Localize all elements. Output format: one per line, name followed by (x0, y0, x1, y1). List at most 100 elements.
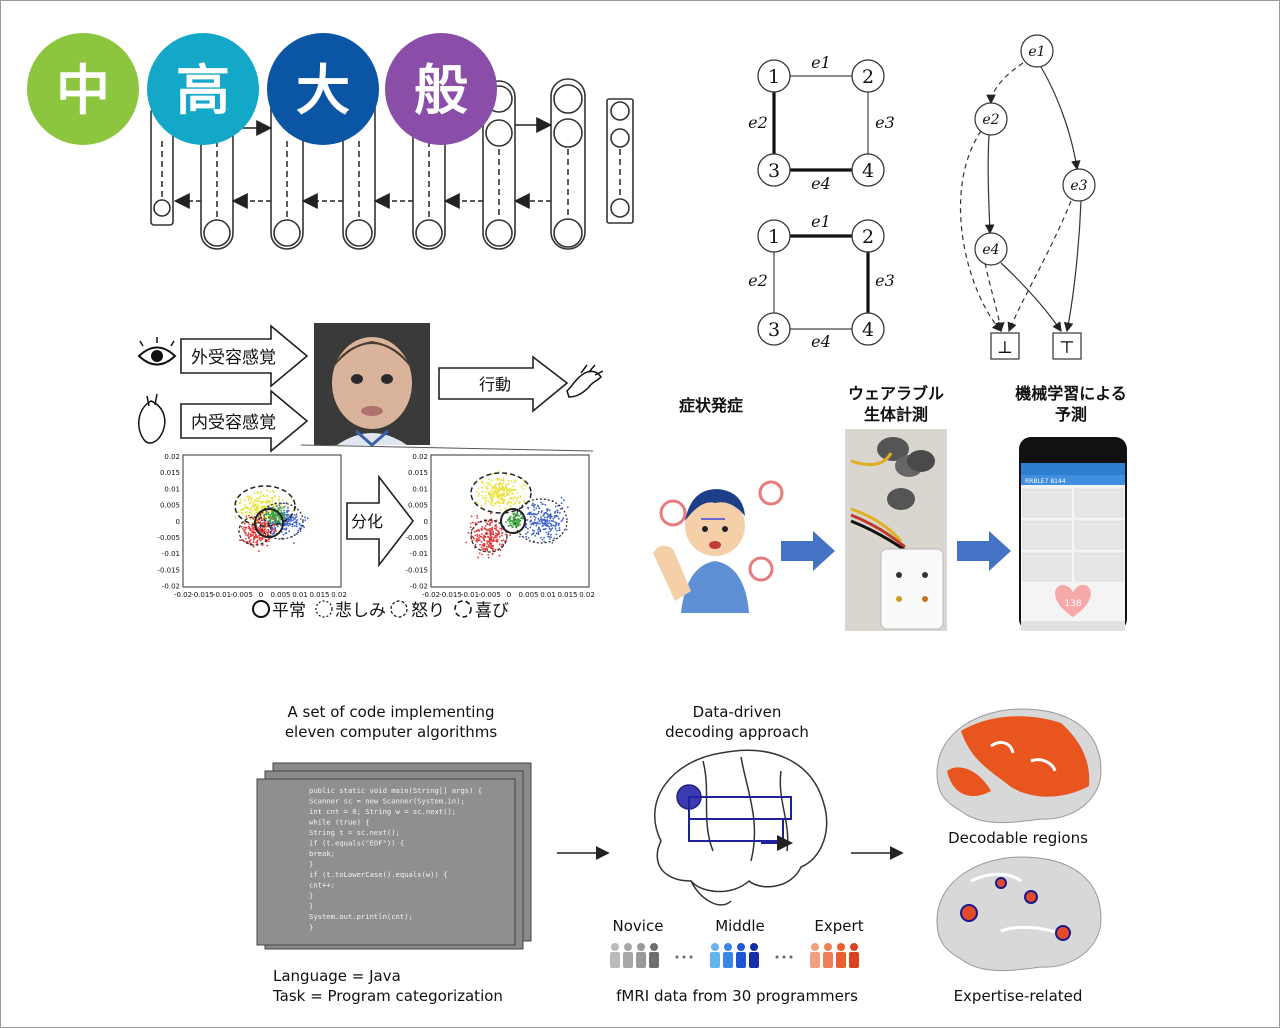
scatter-point (299, 518, 302, 520)
scatter-point (295, 533, 298, 535)
person-icon-body (710, 952, 720, 968)
scatter-point (480, 486, 483, 489)
svg-text:大: 大 (296, 59, 350, 122)
scatter-point (475, 501, 478, 504)
scatter-point (256, 539, 259, 542)
scatter-point (512, 523, 515, 526)
scatter-point (549, 529, 552, 532)
scatter-point (290, 519, 292, 522)
x-tick-label: 0.01 (292, 591, 308, 599)
scatter-point (482, 497, 485, 500)
scatter-point (483, 545, 486, 548)
svg-text:e1: e1 (811, 53, 831, 72)
person-icon-body (823, 952, 833, 968)
scatter-point (487, 546, 490, 548)
brain-decodable-regions (936, 708, 1102, 824)
scatter-point (502, 482, 504, 485)
scatter-point (554, 528, 557, 530)
scatter-point (239, 500, 242, 503)
scatter-point (283, 528, 286, 530)
scatter-point (548, 514, 551, 517)
scatter-point (272, 506, 275, 508)
scatter-point (508, 493, 510, 495)
scatter-point (253, 492, 256, 495)
scatter-point (491, 547, 494, 550)
y-tick-label: 0.01 (164, 485, 180, 493)
scatter-point (477, 495, 480, 498)
scatter-point (265, 501, 268, 504)
scatter-point (523, 483, 525, 486)
scatter-point (283, 511, 286, 514)
y-tick-label: 0 (176, 518, 180, 526)
scatter-point (541, 538, 544, 541)
x-tick-label: -0.015 (191, 591, 214, 599)
scatter-point (522, 517, 524, 520)
scatter-point (502, 539, 505, 541)
scatter-point (273, 491, 275, 493)
brain-outline-diagram (654, 749, 828, 906)
y-tick-label: 0.015 (408, 469, 428, 477)
scatter-point (509, 534, 512, 537)
scatter-point (482, 483, 485, 485)
scatter-point (283, 509, 285, 512)
scatter-point (537, 529, 539, 531)
scatter-point (484, 502, 486, 505)
scatter-point (517, 524, 520, 527)
scatter-plot-before: 0.020.0150.010.0050-0.005-0.01-0.015-0.0… (157, 453, 346, 599)
scatter-point (552, 524, 555, 527)
svg-text:怒り: 怒り (411, 601, 445, 621)
person-icon-head (637, 943, 645, 951)
scatter-point (271, 521, 274, 524)
scatter-point (465, 541, 468, 544)
scatter-point (487, 540, 490, 543)
scatter-point (481, 533, 483, 535)
scatter-point (502, 502, 505, 505)
scatter-point (290, 497, 293, 500)
approach-label-1: Data-driven (693, 703, 782, 721)
scatter-point (516, 492, 519, 494)
scatter-point (256, 521, 259, 524)
scatter-point (491, 494, 494, 496)
scatter-point (275, 505, 278, 508)
scatter-point (254, 533, 257, 536)
expertise-related-label: Expertise-related (954, 987, 1083, 1005)
scatter-point (516, 525, 518, 528)
scatter-point (248, 514, 250, 517)
scatter-point (537, 522, 539, 525)
scatter-point (537, 532, 540, 535)
person-icon-head (711, 943, 719, 951)
scatter-point (277, 499, 280, 502)
scatter-point (516, 513, 519, 516)
code-line: break; (309, 849, 335, 858)
svg-text:外受容感覚: 外受容感覚 (191, 348, 276, 368)
scatter-point (261, 527, 264, 529)
scatter-point (269, 501, 271, 503)
scatter-point (298, 522, 301, 525)
scatter-point (477, 556, 480, 559)
x-tick-label: 0 (507, 591, 511, 599)
scatter-point (491, 487, 494, 490)
scatter-point (291, 516, 294, 519)
scatter-point (505, 487, 508, 490)
code-line: System.out.println(cnt); (309, 912, 413, 921)
scatter-point (531, 504, 533, 507)
scatter-point (481, 494, 483, 497)
scatter-point (492, 544, 495, 547)
scatter-point (535, 532, 538, 535)
scatter-point (279, 522, 282, 525)
scatter-point (547, 531, 550, 533)
y-tick-label: 0 (424, 518, 428, 526)
scatter-point (479, 535, 482, 538)
scatter-point (498, 494, 501, 497)
scatter-point (477, 528, 480, 531)
scatter-point (496, 540, 499, 543)
svg-text:e2: e2 (748, 271, 768, 290)
y-tick-label: -0.01 (410, 550, 428, 558)
smartphone-app: RRBLE7 8144 138 (1019, 437, 1127, 631)
scatter-point (477, 487, 480, 490)
scatter-point (266, 494, 268, 497)
scatter-point (274, 520, 277, 523)
scatter-point (284, 523, 287, 526)
scatter-point (489, 535, 492, 537)
scatter-point (535, 524, 538, 527)
